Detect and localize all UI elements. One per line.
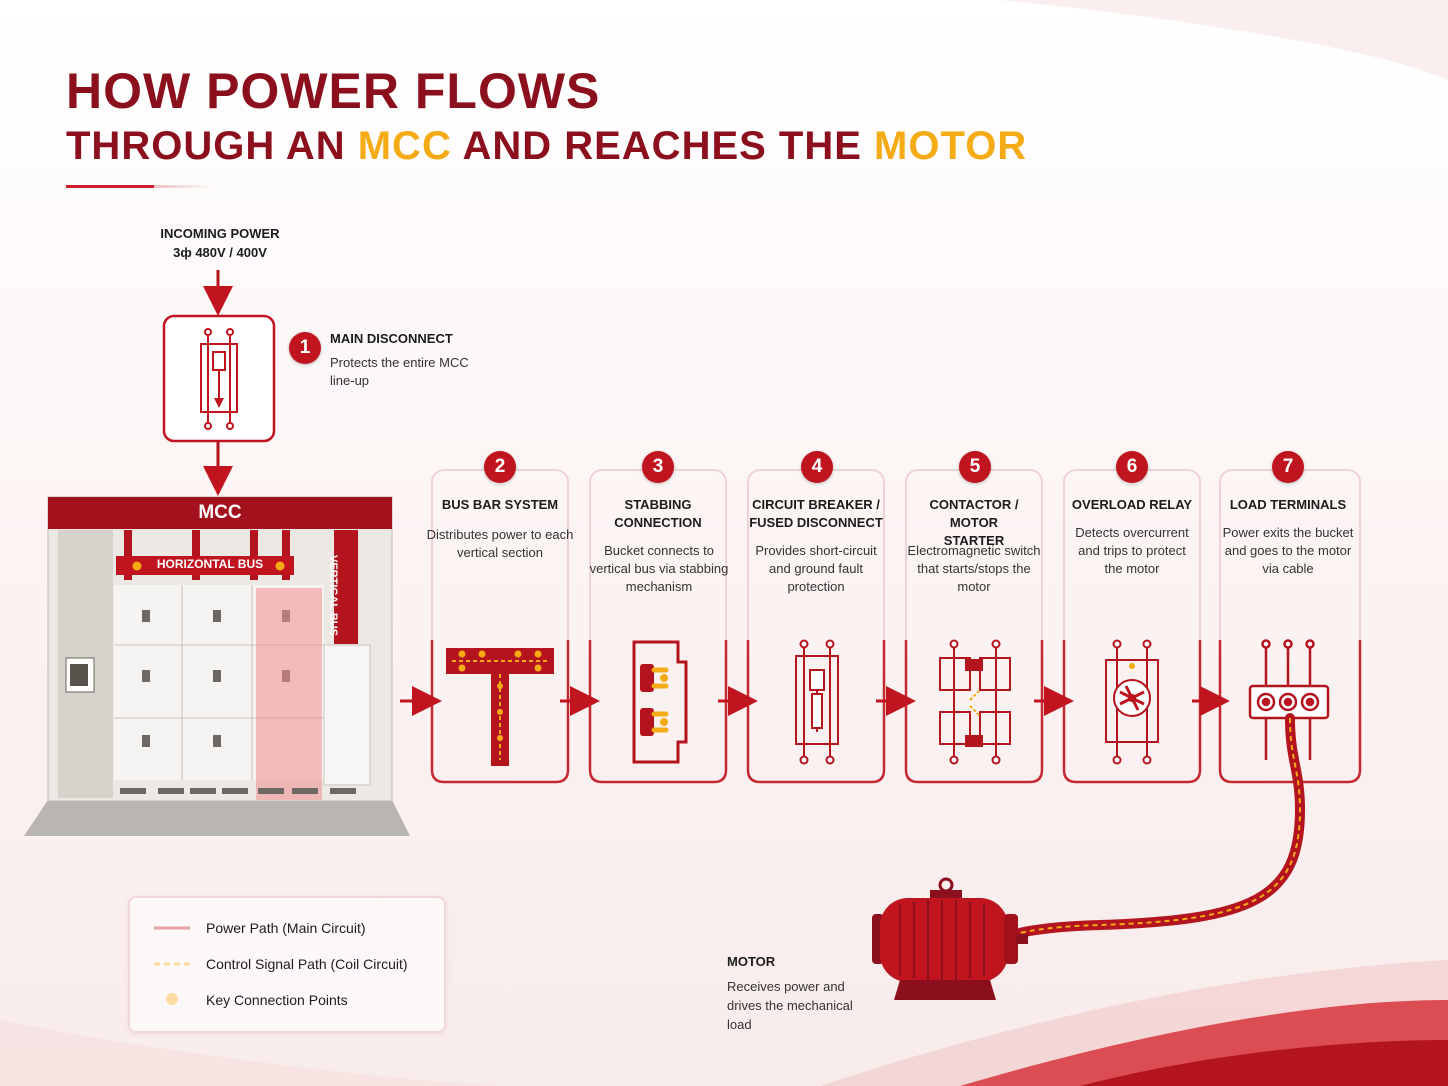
main-disconnect-title: MAIN DISCONNECT	[330, 331, 453, 346]
page-title: HOW POWER FLOWS	[66, 63, 601, 119]
subtitle-accent-motor: MOTOR	[874, 124, 1028, 168]
step-badge-6: 6	[1116, 451, 1148, 483]
incoming-power-title: INCOMING POWER	[160, 226, 280, 241]
load-terminals-icon	[1248, 639, 1330, 760]
step-description-4: Provides short-circuit and ground fault …	[741, 542, 891, 596]
step-description-3: Bucket connects to vertical bus via stab…	[589, 543, 729, 594]
motor-icon	[872, 877, 1028, 1000]
step-title-5-text: CONTACTOR / MOTOR STARTER	[929, 497, 1019, 548]
step-badge-2: 2	[484, 451, 516, 483]
step-title-7: LOAD TERMINALS	[1229, 497, 1347, 512]
step-frame-7	[1218, 640, 1362, 784]
bus-bar-icon	[446, 648, 554, 766]
step-title-2: BUS BAR SYSTEM	[441, 497, 559, 512]
step-description-6-text: Detects overcurrent and trips to protect…	[1075, 525, 1189, 576]
step-title-3-text: STABBING CONNECTION	[614, 497, 702, 530]
step-title-6: OVERLOAD RELAY	[1071, 497, 1193, 512]
legend: Power Path (Main Circuit) Control Signal…	[128, 896, 446, 1033]
step-frame-4	[746, 640, 886, 784]
step-frame-5	[904, 640, 1044, 784]
step-description-5: Electromagnetic switch that starts/stops…	[899, 542, 1049, 596]
step-card-6	[1063, 469, 1201, 783]
overload-relay-icon	[1105, 639, 1159, 765]
subtitle-part: AND REACHES THE	[451, 124, 875, 168]
stabbing-connection-icon	[632, 640, 688, 764]
step-badge-5: 5	[959, 451, 991, 483]
motor-title: MOTOR	[727, 954, 776, 969]
step-frame-3	[588, 640, 728, 784]
contactor-icon	[939, 639, 1011, 765]
step-description-5-text: Electromagnetic switch that starts/stops…	[907, 543, 1041, 594]
legend-item-control-path: Control Signal Path (Coil Circuit)	[206, 956, 408, 972]
step-description-2: Distributes power to each vertical secti…	[426, 527, 574, 560]
subtitle-accent-mcc: MCC	[357, 124, 452, 168]
step-badge-1: 1	[289, 332, 321, 364]
step-description-4-text: Provides short-circuit and ground fault …	[755, 543, 877, 594]
horizontal-bus-label: HORIZONTAL BUS	[156, 557, 264, 571]
incoming-power-voltage: 3ф 480V / 400V	[173, 245, 267, 260]
legend-item-power-path: Power Path (Main Circuit)	[206, 920, 366, 936]
title-underline	[66, 185, 154, 188]
circuit-breaker-icon	[795, 639, 839, 765]
incoming-power-label: INCOMING POWER 3ф 480V / 400V	[140, 224, 300, 262]
step-description-6: Detects overcurrent and trips to protect…	[1057, 524, 1207, 578]
motor-cable	[1011, 713, 1306, 939]
motor-description: Receives power and drives the mechanical…	[727, 979, 853, 1032]
mcc-label: MCC	[198, 502, 242, 523]
step-title-3: STABBING CONNECTION	[583, 496, 733, 532]
step-frame-6	[1062, 640, 1202, 784]
step-badge-7: 7	[1272, 451, 1304, 483]
mcc-cabinet	[24, 496, 410, 836]
motor-cable-signal	[1015, 717, 1302, 935]
title-underline-fade	[154, 185, 214, 188]
step-badge-3: 3	[642, 451, 674, 483]
step-title-4: CIRCUIT BREAKER / FUSED DISCONNECT	[741, 496, 891, 532]
main-disconnect-description: Protects the entire MCC line-up	[330, 355, 469, 388]
step-frame-2	[430, 640, 570, 784]
step-title-5: CONTACTOR / MOTOR STARTER	[899, 496, 1049, 550]
subtitle-part: THROUGH AN	[66, 124, 358, 168]
vertical-bus-label: VERTICAL BUS	[327, 555, 339, 637]
main-disconnect-icon	[162, 314, 276, 443]
step-title-4-text: CIRCUIT BREAKER / FUSED DISCONNECT	[749, 497, 883, 530]
page-subtitle: THROUGH AN MCC AND REACHES THE MOTOR	[66, 124, 1027, 169]
legend-item-connection-points: Key Connection Points	[206, 992, 348, 1008]
step-description-7: Power exits the bucket and goes to the m…	[1213, 524, 1363, 578]
step-description-7-text: Power exits the bucket and goes to the m…	[1222, 525, 1354, 576]
step-badge-4: 4	[801, 451, 833, 483]
